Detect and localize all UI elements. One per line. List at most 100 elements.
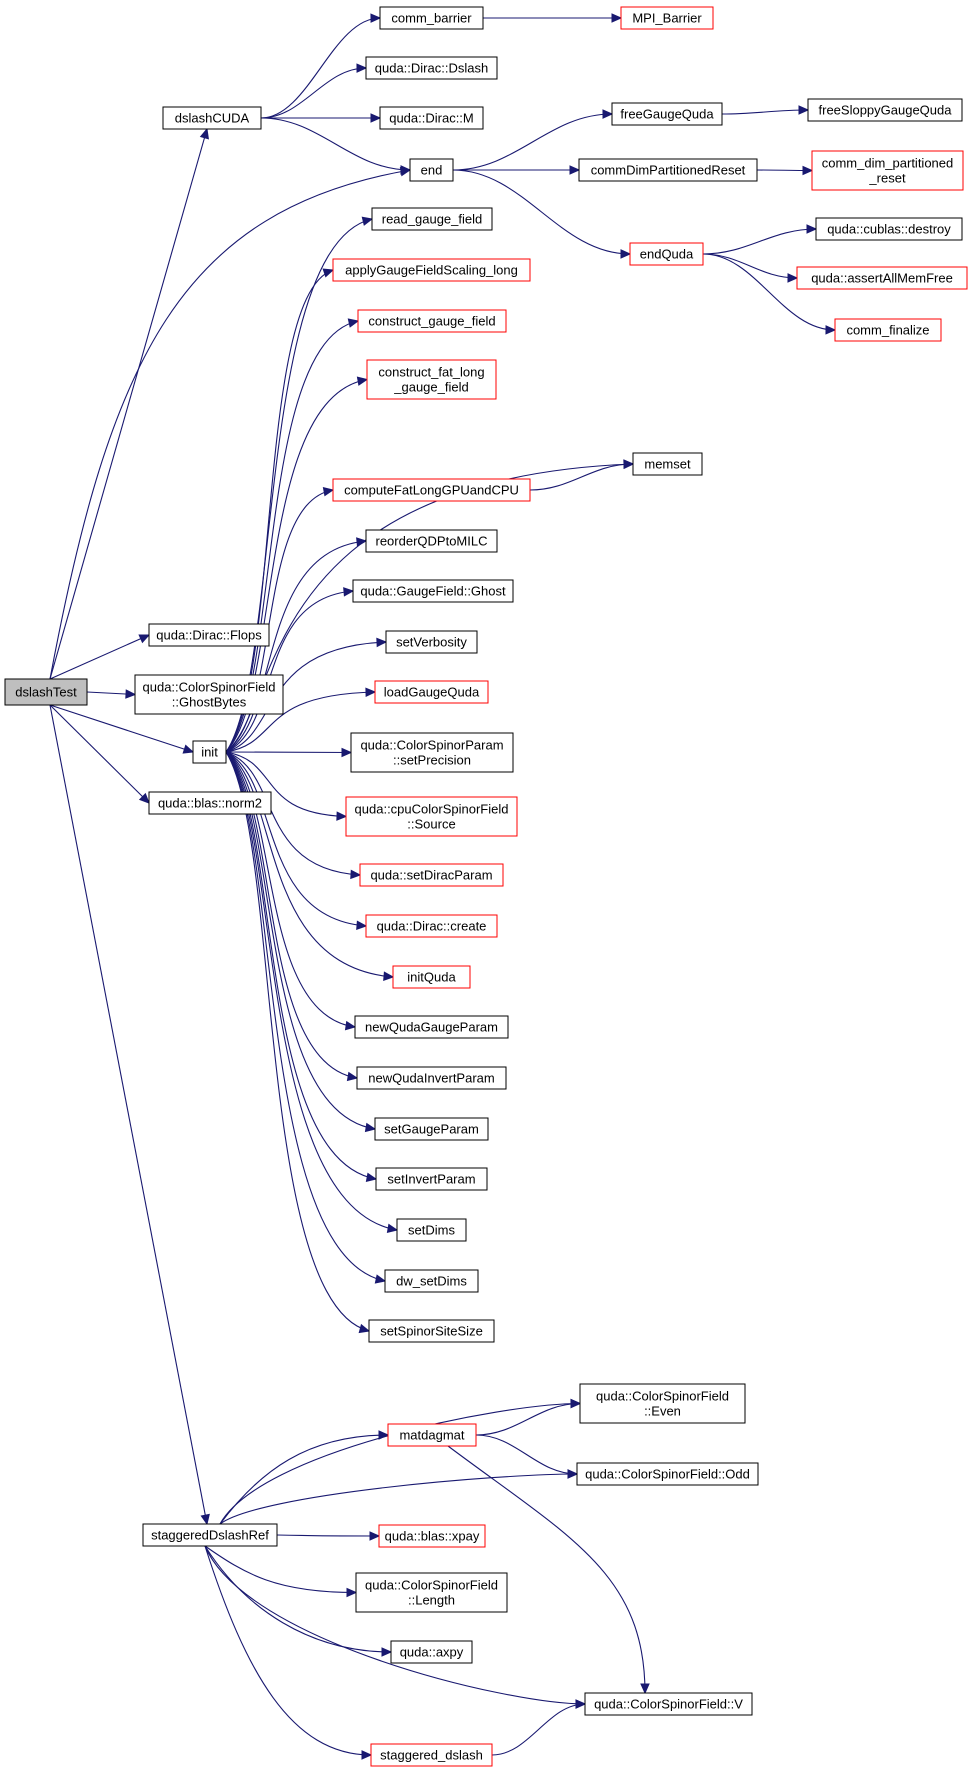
node-box[interactable]	[796, 266, 968, 290]
node-box[interactable]	[148, 791, 272, 815]
node-box[interactable]	[611, 102, 723, 126]
node-box[interactable]	[378, 1524, 486, 1548]
node-box[interactable]	[374, 680, 489, 704]
node-loadGaugeQuda[interactable]: loadGaugeQuda	[374, 680, 489, 704]
node-box[interactable]	[385, 630, 478, 654]
node-box[interactable]	[815, 217, 963, 241]
node-box[interactable]	[350, 732, 514, 773]
node-box[interactable]	[392, 965, 471, 989]
node-setDims[interactable]: setDims	[396, 1218, 467, 1242]
node-axpy[interactable]: quda::axpy	[390, 1640, 473, 1664]
node-box[interactable]	[620, 6, 714, 30]
node-MPI_Barrier[interactable]: MPI_Barrier	[620, 6, 714, 30]
node-box[interactable]	[375, 1167, 488, 1191]
node-box[interactable]	[148, 623, 270, 647]
node-ghostBytes[interactable]: quda::ColorSpinorField::GhostBytes	[134, 674, 284, 715]
node-read_gauge_field[interactable]: read_gauge_field	[371, 207, 493, 231]
node-newQudaInvertParam[interactable]: newQudaInvertParam	[356, 1066, 507, 1090]
node-dslashTest[interactable]: dslashTest	[4, 678, 88, 706]
node-box[interactable]	[332, 478, 531, 502]
node-setInvertParam[interactable]: setInvertParam	[375, 1167, 488, 1191]
node-initQuda[interactable]: initQuda	[392, 965, 471, 989]
node-box[interactable]	[162, 106, 262, 130]
node-init[interactable]: init	[192, 740, 227, 764]
node-staggered_dslash[interactable]: staggered_dslash	[370, 1743, 493, 1767]
node-box[interactable]	[134, 674, 284, 715]
node-cpuSource[interactable]: quda::cpuColorSpinorField::Source	[345, 796, 518, 837]
node-box[interactable]	[390, 1640, 473, 1664]
node-box[interactable]	[387, 1423, 477, 1447]
node-dirac_dslash[interactable]: quda::Dirac::Dslash	[365, 56, 498, 80]
node-box[interactable]	[584, 1692, 753, 1716]
node-matdagmat[interactable]: matdagmat	[387, 1423, 477, 1447]
node-dirac_create[interactable]: quda::Dirac::create	[365, 914, 498, 938]
node-box[interactable]	[834, 318, 942, 342]
node-dirac_m[interactable]: quda::Dirac::M	[379, 106, 484, 130]
node-memset[interactable]: memset	[632, 452, 703, 476]
node-box[interactable]	[365, 914, 498, 938]
node-box[interactable]	[355, 1572, 508, 1613]
node-newQudaGaugeParam[interactable]: newQudaGaugeParam	[354, 1015, 509, 1039]
node-setDiracParam[interactable]: quda::setDiracParam	[359, 863, 504, 887]
node-setGaugeParam[interactable]: setGaugeParam	[374, 1117, 489, 1141]
node-gaugefield_ghost[interactable]: quda::GaugeField::Ghost	[352, 579, 514, 603]
node-freeGaugeQuda[interactable]: freeGaugeQuda	[611, 102, 723, 126]
node-dslashCUDA[interactable]: dslashCUDA	[162, 106, 262, 130]
node-construct_gauge_field[interactable]: construct_gauge_field	[357, 309, 507, 333]
node-setSpinorSiteSize[interactable]: setSpinorSiteSize	[368, 1319, 495, 1343]
node-box[interactable]	[4, 678, 88, 706]
node-box[interactable]	[579, 1383, 746, 1424]
node-freeSloppyGaugeQuda[interactable]: freeSloppyGaugeQuda	[807, 98, 963, 122]
node-box[interactable]	[366, 359, 497, 400]
node-box[interactable]	[368, 1319, 495, 1343]
node-box[interactable]	[578, 158, 758, 182]
node-box[interactable]	[371, 207, 493, 231]
node-applyGaugeFieldScaling_long[interactable]: applyGaugeFieldScaling_long	[332, 258, 531, 282]
node-box[interactable]	[365, 529, 498, 553]
node-staggeredDslashRef[interactable]: staggeredDslashRef	[142, 1523, 278, 1547]
node-box[interactable]	[576, 1462, 759, 1486]
node-setPrecision[interactable]: quda::ColorSpinorParam::setPrecision	[350, 732, 514, 773]
node-box[interactable]	[345, 796, 518, 837]
node-dirac_flops[interactable]: quda::Dirac::Flops	[148, 623, 270, 647]
node-box[interactable]	[365, 56, 498, 80]
node-box[interactable]	[379, 106, 484, 130]
node-box[interactable]	[807, 98, 963, 122]
node-box[interactable]	[379, 6, 484, 30]
node-end[interactable]: end	[409, 158, 454, 182]
node-cublas_destroy[interactable]: quda::cublas::destroy	[815, 217, 963, 241]
node-csf_length[interactable]: quda::ColorSpinorField::Length	[355, 1572, 508, 1613]
node-construct_fat_long_gauge_field[interactable]: construct_fat_long_gauge_field	[366, 359, 497, 400]
node-box[interactable]	[192, 740, 227, 764]
node-setVerbosity[interactable]: setVerbosity	[385, 630, 478, 654]
node-xpay[interactable]: quda::blas::xpay	[378, 1524, 486, 1548]
node-box[interactable]	[352, 579, 514, 603]
node-box[interactable]	[374, 1117, 489, 1141]
node-box[interactable]	[629, 242, 704, 266]
node-commDimPartitionedReset[interactable]: commDimPartitionedReset	[578, 158, 758, 182]
node-comm_dim_partitioned_reset[interactable]: comm_dim_partitioned_reset	[811, 150, 964, 191]
node-csf_even[interactable]: quda::ColorSpinorField::Even	[579, 1383, 746, 1424]
node-reorderQDPtoMILC[interactable]: reorderQDPtoMILC	[365, 529, 498, 553]
node-assertAllMemFree[interactable]: quda::assertAllMemFree	[796, 266, 968, 290]
node-dw_setDims[interactable]: dw_setDims	[384, 1269, 479, 1293]
node-box[interactable]	[142, 1523, 278, 1547]
node-csf_odd[interactable]: quda::ColorSpinorField::Odd	[576, 1462, 759, 1486]
node-box[interactable]	[357, 309, 507, 333]
node-box[interactable]	[354, 1015, 509, 1039]
node-box[interactable]	[356, 1066, 507, 1090]
node-box[interactable]	[384, 1269, 479, 1293]
node-box[interactable]	[332, 258, 531, 282]
node-comm_finalize[interactable]: comm_finalize	[834, 318, 942, 342]
node-csf_v[interactable]: quda::ColorSpinorField::V	[584, 1692, 753, 1716]
node-box[interactable]	[811, 150, 964, 191]
node-computeFatLongGPUandCPU[interactable]: computeFatLongGPUandCPU	[332, 478, 531, 502]
node-comm_barrier[interactable]: comm_barrier	[379, 6, 484, 30]
node-box[interactable]	[359, 863, 504, 887]
node-box[interactable]	[370, 1743, 493, 1767]
node-box[interactable]	[409, 158, 454, 182]
node-norm2[interactable]: quda::blas::norm2	[148, 791, 272, 815]
node-box[interactable]	[632, 452, 703, 476]
node-box[interactable]	[396, 1218, 467, 1242]
node-endQuda[interactable]: endQuda	[629, 242, 704, 266]
